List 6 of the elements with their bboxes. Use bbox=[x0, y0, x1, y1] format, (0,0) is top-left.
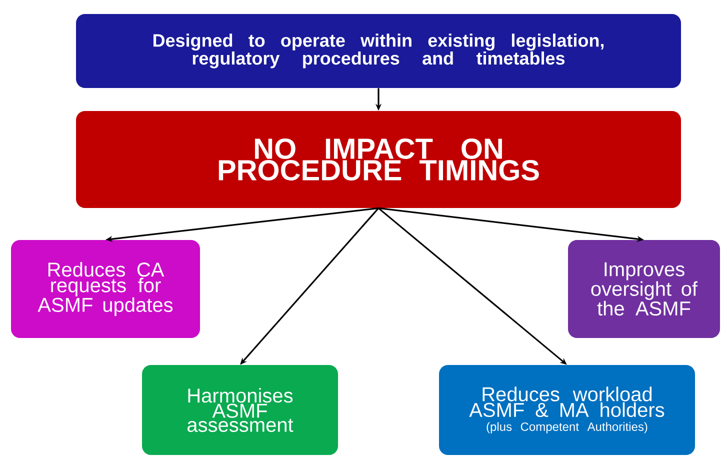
benefit-box: Reduces workload ASMF & MA holders (plus Competent Authorities) bbox=[439, 364, 695, 455]
headline-box: NO IMPACT ON PROCEDURE TIMINGS bbox=[76, 111, 681, 208]
statement-box: Designed to operate within existing legislation, regulatory procedures and timetables bbox=[76, 14, 681, 88]
benefit-box: Reduces CA requests for ASMF updates bbox=[11, 240, 200, 338]
benefit-box: Improves oversight of the ASMF bbox=[568, 240, 720, 338]
benefit-box: Harmonises ASMF assessment bbox=[142, 364, 338, 455]
